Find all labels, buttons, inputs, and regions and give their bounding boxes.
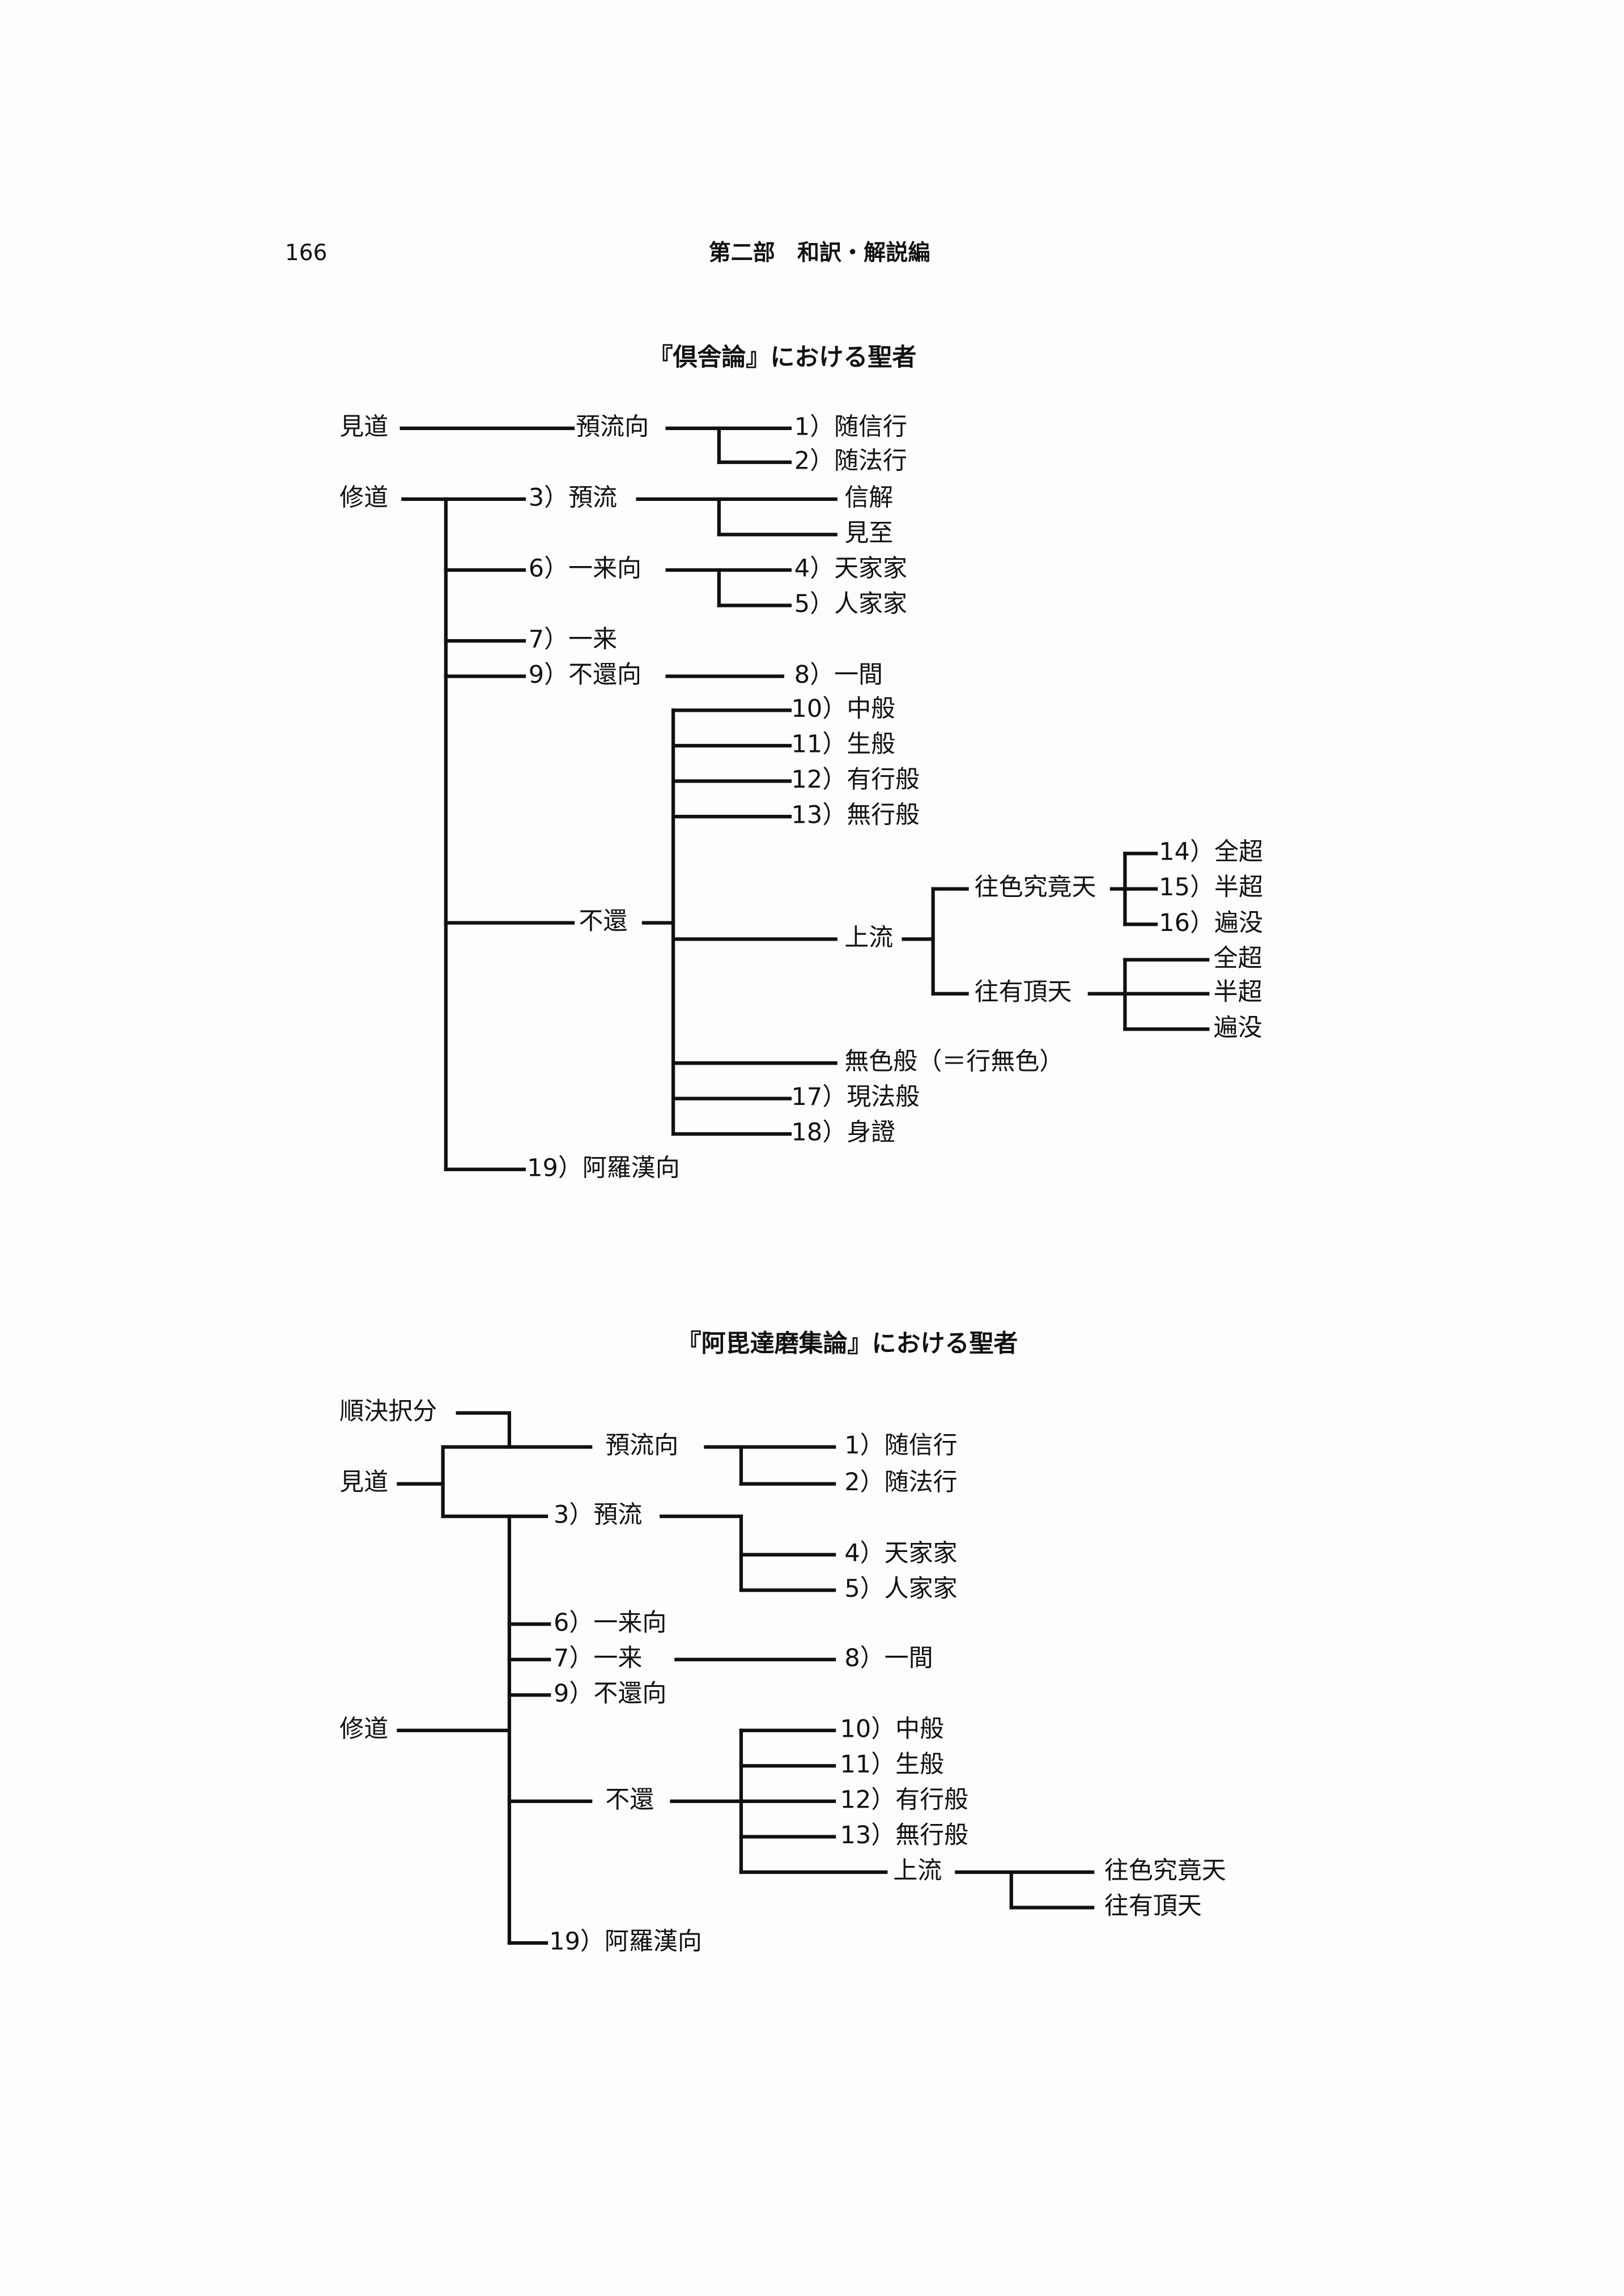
node-12: 12）有行般 bbox=[840, 1785, 969, 1814]
node-13: 13）無行般 bbox=[792, 801, 920, 830]
abhidharma-diagram: 『阿毘達磨集論』における聖者 bbox=[339, 1329, 1226, 1955]
node-4: 4）天家家 bbox=[844, 1539, 957, 1567]
node-3: 3）預流 bbox=[529, 483, 617, 512]
node-3: 3）預流 bbox=[554, 1501, 642, 1529]
node-kendo: 見道 bbox=[339, 1468, 388, 1496]
node-17: 17）現法般 bbox=[792, 1083, 920, 1111]
connector-lines bbox=[397, 1411, 1095, 1945]
node-henmotsu: 遍没 bbox=[1214, 1014, 1262, 1042]
node-fugen: 不還 bbox=[579, 907, 627, 936]
node-oshiki: 往色究竟天 bbox=[975, 873, 1096, 902]
node-18: 18）身證 bbox=[792, 1119, 896, 1147]
diagram-title: 『倶舎論』における聖者 bbox=[648, 343, 916, 372]
node-shudo: 修道 bbox=[339, 483, 388, 512]
page-number: 166 bbox=[285, 240, 328, 266]
node-mushiki: 無色般（＝行無色） bbox=[844, 1048, 1064, 1076]
node-2: 2）随法行 bbox=[794, 447, 907, 475]
kusharon-diagram: 『倶舎論』における聖者 bbox=[339, 343, 1263, 1182]
node-junketsu: 順決択分 bbox=[339, 1397, 437, 1426]
node-11: 11）生般 bbox=[792, 730, 896, 759]
node-9: 9）不還向 bbox=[529, 661, 641, 689]
node-19: 19）阿羅漢向 bbox=[527, 1154, 680, 1182]
diagram-title: 『阿毘達磨集論』における聖者 bbox=[677, 1329, 1018, 1358]
node-15: 15）半超 bbox=[1159, 873, 1263, 902]
node-6: 6）一来向 bbox=[554, 1609, 666, 1637]
node-7: 7）一来 bbox=[529, 626, 617, 654]
node-9: 9）不還向 bbox=[554, 1680, 666, 1708]
node-1: 1）随信行 bbox=[794, 413, 907, 441]
node-kendo: 見道 bbox=[339, 413, 388, 441]
node-19: 19）阿羅漢向 bbox=[549, 1928, 702, 1956]
node-16: 16）遍没 bbox=[1159, 909, 1263, 937]
node-joru: 上流 bbox=[844, 924, 893, 952]
node-ou: 往有頂天 bbox=[975, 978, 1072, 1006]
node-11: 11）生般 bbox=[840, 1750, 945, 1779]
node-kenshi: 見至 bbox=[844, 519, 893, 547]
node-12: 12）有行般 bbox=[792, 766, 920, 794]
node-zencho: 全超 bbox=[1214, 944, 1262, 972]
node-6: 6）一来向 bbox=[529, 554, 641, 582]
node-joru: 上流 bbox=[893, 1856, 942, 1885]
running-title: 第二部 和訳・解説編 bbox=[709, 240, 930, 266]
node-10: 10）中般 bbox=[792, 695, 896, 723]
node-1: 1）随信行 bbox=[844, 1431, 957, 1460]
connector-lines bbox=[399, 426, 1210, 1171]
node-shudo: 修道 bbox=[339, 1715, 388, 1743]
node-ou: 往有頂天 bbox=[1104, 1892, 1202, 1920]
node-5: 5）人家家 bbox=[794, 590, 907, 618]
node-2: 2）随法行 bbox=[844, 1468, 957, 1496]
node-8: 8）一間 bbox=[794, 661, 883, 689]
node-oshiki: 往色究竟天 bbox=[1104, 1856, 1226, 1885]
node-yoruko: 預流向 bbox=[576, 413, 649, 441]
node-shinge: 信解 bbox=[844, 483, 893, 512]
node-7: 7）一来 bbox=[554, 1644, 642, 1672]
node-14: 14）全超 bbox=[1159, 838, 1263, 866]
node-yoruko: 預流向 bbox=[605, 1431, 678, 1460]
node-10: 10）中般 bbox=[840, 1715, 945, 1743]
node-hancho: 半超 bbox=[1214, 978, 1262, 1006]
node-4: 4）天家家 bbox=[794, 554, 907, 582]
node-8: 8）一間 bbox=[844, 1644, 933, 1672]
node-fugen: 不還 bbox=[605, 1785, 654, 1814]
node-13: 13）無行般 bbox=[840, 1821, 969, 1849]
node-5: 5）人家家 bbox=[844, 1575, 957, 1603]
